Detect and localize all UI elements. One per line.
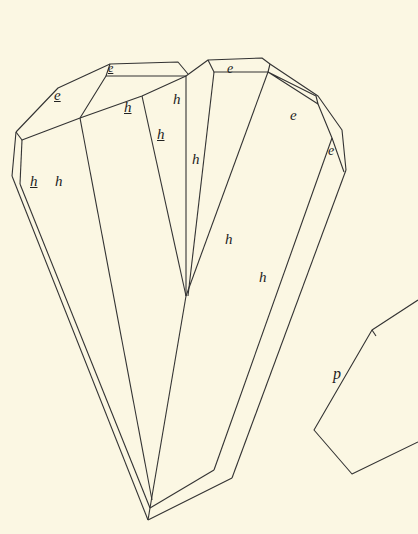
face-letter: e <box>108 62 113 74</box>
face-letter: h <box>259 270 267 285</box>
face-letter: e <box>328 144 334 158</box>
face-letter: h <box>225 232 233 247</box>
face-letter: h <box>157 127 165 142</box>
face-letter: e <box>290 108 297 123</box>
face-letter: h <box>30 174 38 189</box>
face-letter: e <box>54 88 61 103</box>
face-letter: h <box>55 174 63 189</box>
face-letter: p <box>333 366 341 382</box>
face-letter: h <box>173 92 181 107</box>
face-letter: h <box>124 100 132 115</box>
face-letter: h <box>192 152 200 167</box>
face-letter: e <box>227 62 233 76</box>
